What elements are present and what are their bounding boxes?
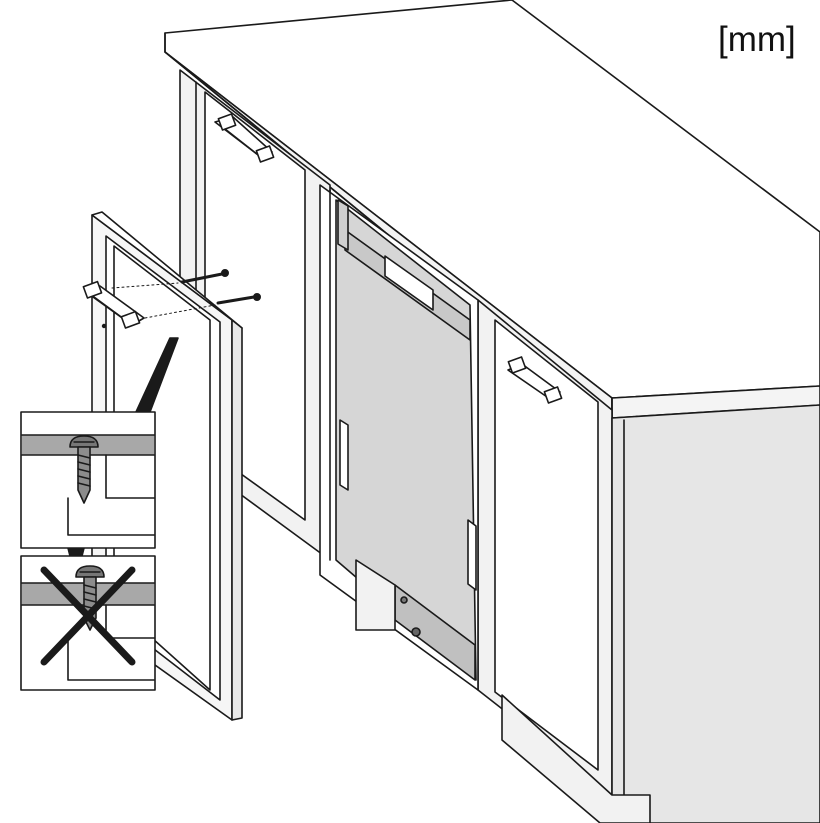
screw-icon	[180, 268, 230, 284]
correct-mounting-inset	[20, 411, 156, 549]
right-cabinet	[477, 299, 820, 823]
mounting-screws	[111, 268, 262, 319]
incorrect-mounting-inset	[20, 555, 156, 691]
dishwasher	[319, 184, 479, 691]
screw-icon	[216, 292, 262, 305]
screw-icon	[69, 435, 99, 504]
panel-handle	[82, 280, 145, 329]
cross-out-icon	[40, 566, 136, 666]
unit-label: [mm]	[718, 20, 796, 59]
